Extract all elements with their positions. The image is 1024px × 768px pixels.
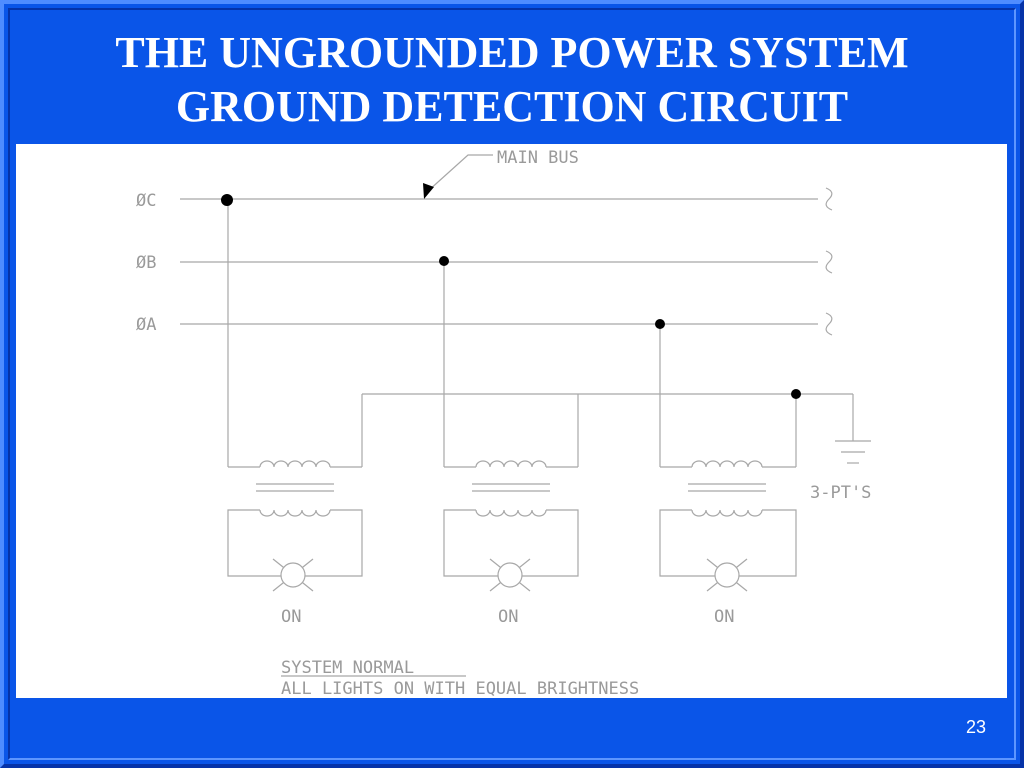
lamp-label-2: ON <box>498 607 518 627</box>
break-symbol-c <box>825 187 833 211</box>
transformer-1-primary <box>228 460 362 468</box>
title-line-2: GROUND DETECTION CIRCUIT <box>175 82 849 131</box>
lamp-label-3: ON <box>714 607 734 627</box>
break-symbol-a <box>825 312 833 336</box>
indicator-lamp-icon <box>489 558 531 592</box>
status-line-2: ALL LIGHTS ON WITH EQUAL BRIGHTNESS <box>281 679 639 698</box>
lamp-label-1: ON <box>281 607 301 627</box>
page-number: 23 <box>965 717 986 737</box>
title-line-1: THE UNGROUNDED POWER SYSTEM <box>115 28 909 77</box>
transformer-3-core <box>688 483 766 492</box>
slide-frame-inner <box>8 8 1016 760</box>
circuit-diagram: MAIN BUS ØC ØB ØA 3-PT'S ON ON ON SYSTEM… <box>136 148 871 698</box>
diagram-panel: MAIN BUS ØC ØB ØA 3-PT'S ON ON ON SYSTEM… <box>16 144 1007 698</box>
main-bus-arrow-icon <box>423 183 434 199</box>
main-bus-leader <box>427 154 493 192</box>
ground-symbol-icon <box>835 440 871 464</box>
phase-label-b: ØB <box>136 253 156 273</box>
slide-title: THE UNGROUNDED POWER SYSTEM GROUND DETEC… <box>0 26 1024 134</box>
indicator-lamp-icon <box>272 558 314 592</box>
indicator-lamp-icon <box>706 558 748 592</box>
break-symbol-b <box>825 250 833 274</box>
junction-dot-b <box>439 256 449 266</box>
phase-label-a: ØA <box>136 315 156 335</box>
junction-dot-a <box>655 319 665 329</box>
status-line-1: SYSTEM NORMAL <box>281 658 414 678</box>
main-bus-label: MAIN BUS <box>497 148 579 168</box>
transformer-1-core <box>256 483 334 492</box>
phase-label-c: ØC <box>136 191 156 211</box>
junction-dot-neutral <box>791 389 801 399</box>
transformer-2-primary <box>444 460 578 468</box>
transformer-3-primary <box>660 460 796 468</box>
pt-label: 3-PT'S <box>810 483 871 503</box>
transformer-2-core <box>472 483 550 492</box>
junction-dot-c <box>221 194 233 206</box>
